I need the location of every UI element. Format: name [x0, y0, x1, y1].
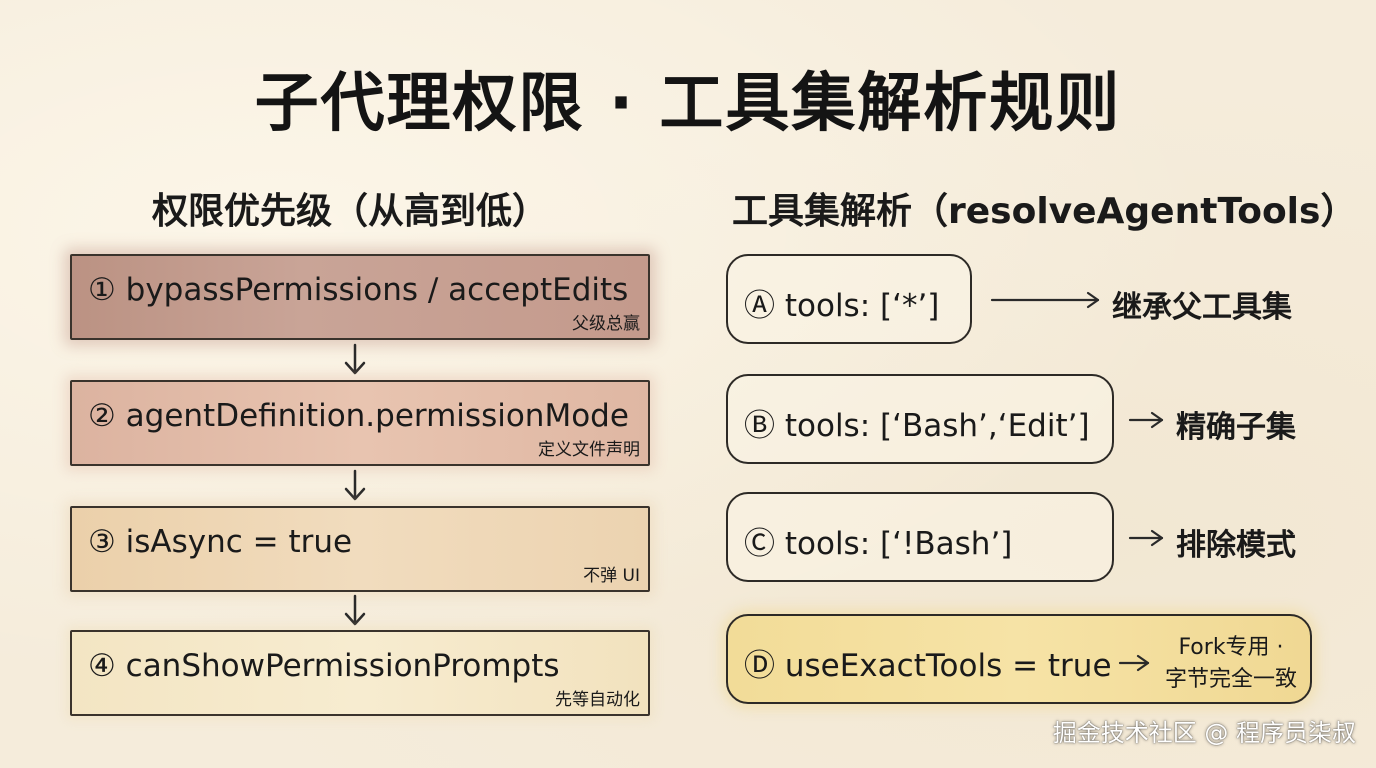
tool-rule-label: Ⓑ tools: [‘Bash’,‘Edit’]	[744, 408, 1090, 444]
tool-rule-box-c: Ⓒ tools: [‘!Bash’]	[726, 492, 1114, 582]
priority-note: 先等自动化	[555, 690, 640, 710]
permission-priority-heading: 权限优先级（从高到低）	[152, 191, 549, 232]
tool-rule-result-line: Fork专用 ·	[1178, 635, 1284, 660]
tool-rule-label: Ⓓ useExactTools = true	[744, 648, 1112, 684]
page-title: 子代理权限 · 工具集解析规则	[254, 67, 1122, 141]
arrow-right-icon	[1118, 654, 1150, 672]
priority-label: ② agentDefinition.permissionMode	[88, 398, 629, 434]
priority-box-1: ① bypassPermissions / acceptEdits 父级总赢	[70, 254, 650, 340]
tool-resolution-heading: 工具集解析（resolveAgentTools）	[732, 191, 1357, 232]
tool-rule-box-b: Ⓑ tools: [‘Bash’,‘Edit’]	[726, 374, 1114, 464]
tool-rule-box-a: Ⓐ tools: [‘*’]	[726, 254, 972, 344]
priority-label: ④ canShowPermissionPrompts	[88, 648, 560, 684]
priority-note: 父级总赢	[572, 314, 640, 334]
arrow-down-icon	[344, 594, 366, 626]
arrow-right-icon	[1128, 529, 1164, 547]
priority-label: ③ isAsync = true	[88, 524, 353, 560]
tool-rule-result: Fork专用 · 字节完全一致	[1146, 632, 1316, 696]
priority-box-3: ③ isAsync = true 不弹 UI	[70, 506, 650, 592]
priority-box-4: ④ canShowPermissionPrompts 先等自动化	[70, 630, 650, 716]
arrow-down-icon	[344, 469, 366, 501]
tool-rule-label: Ⓐ tools: [‘*’]	[744, 288, 940, 324]
priority-box-2: ② agentDefinition.permissionMode 定义文件声明	[70, 380, 650, 466]
arrow-right-icon	[1128, 411, 1164, 429]
arrow-right-icon	[990, 291, 1100, 309]
tool-rule-result-line: 字节完全一致	[1164, 667, 1297, 692]
tool-rule-box-d: Ⓓ useExactTools = true	[726, 614, 1312, 704]
priority-label: ① bypassPermissions / acceptEdits	[88, 272, 629, 308]
watermark: 掘金技术社区 @ 程序员柒叔	[1052, 719, 1356, 747]
arrow-down-icon	[344, 343, 366, 375]
tool-rule-result: 精确子集	[1176, 410, 1296, 445]
priority-note: 不弹 UI	[583, 566, 640, 586]
tool-rule-result: 排除模式	[1176, 528, 1296, 563]
tool-rule-result: 继承父工具集	[1112, 290, 1292, 325]
priority-note: 定义文件声明	[538, 440, 640, 460]
tool-rule-label: Ⓒ tools: [‘!Bash’]	[744, 526, 1013, 562]
